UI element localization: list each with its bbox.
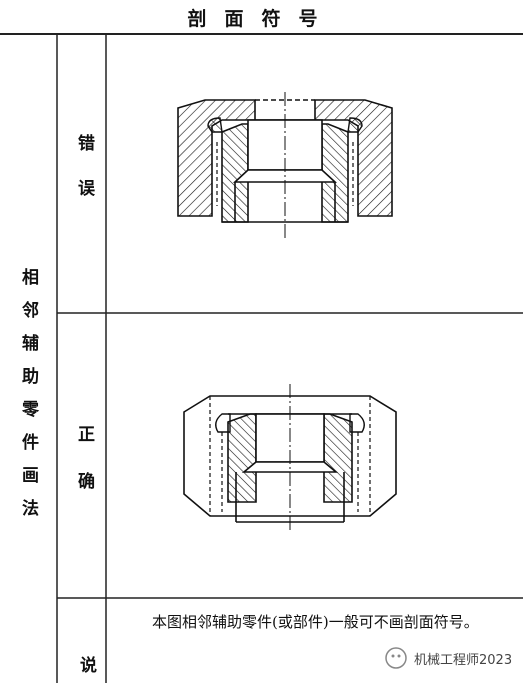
wechat-logo-icon (385, 647, 407, 669)
wrong-label: 错误 (74, 134, 94, 224)
correct-drawing (183, 384, 397, 530)
watermark-text: 机械工程师2023 (414, 652, 513, 668)
note-label: 说 (76, 656, 96, 673)
category-label: 相邻辅助零件画法 (18, 268, 38, 532)
wrong-drawing (177, 92, 393, 238)
note-text: 本图相邻辅助零件(或部件)一般可不画剖面符号。 (152, 613, 479, 631)
table-title: 剖面符号 (187, 7, 336, 30)
correct-label: 正确 (74, 425, 94, 519)
watermark: 机械工程师2023 (384, 646, 512, 670)
